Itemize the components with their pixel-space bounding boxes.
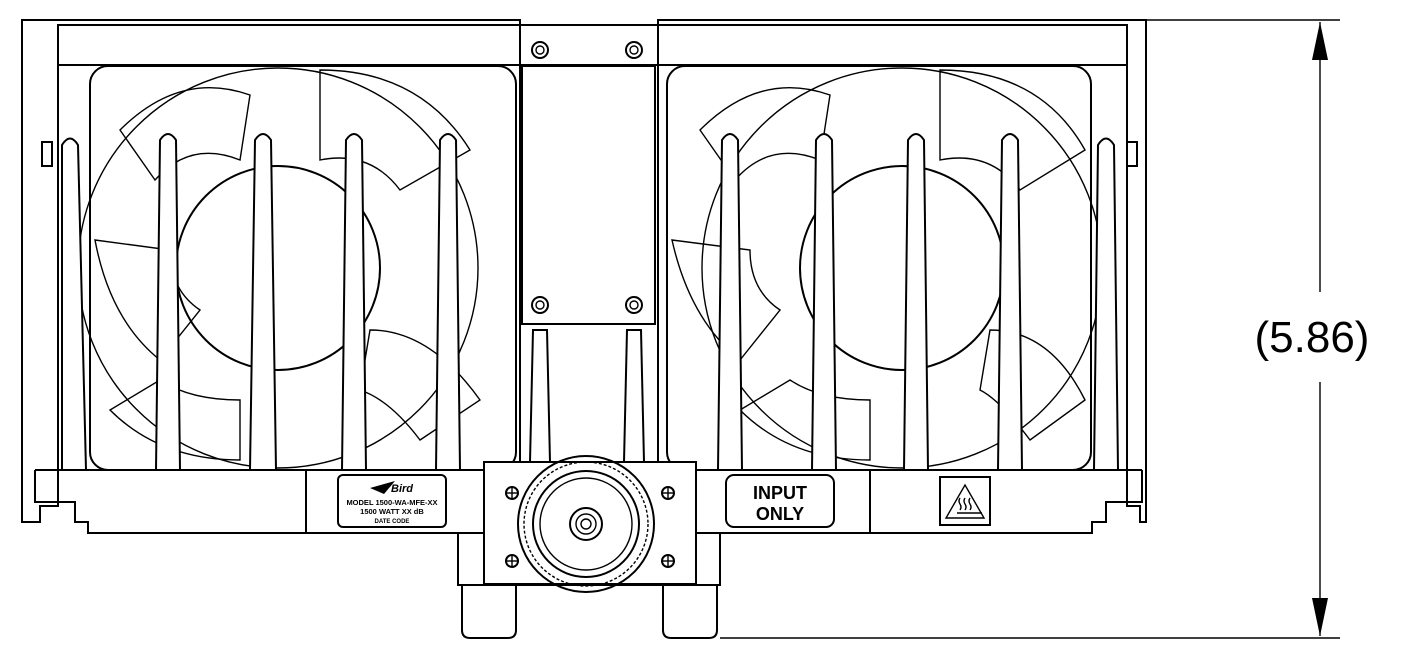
- input-only-label: INPUT ONLY: [725, 474, 835, 528]
- bird-logo-icon: [370, 481, 395, 494]
- cooling-fins: [35, 133, 1142, 471]
- connector-screws: [505, 486, 675, 568]
- nameplate-date: DATE CODE: [375, 519, 410, 525]
- nameplate-model: MODEL 1500-WA-MFE-XX: [346, 498, 437, 507]
- center-bracket: [519, 25, 659, 462]
- height-dimension: (5.86): [660, 19, 1370, 639]
- dimension-label: (5.86): [1255, 313, 1370, 362]
- nameplate-label: Bird MODEL 1500-WA-MFE-XX 1500 WATT XX d…: [337, 474, 447, 528]
- dimension-arrow-bottom-icon: [1312, 598, 1328, 636]
- hot-surface-warning-icon: [939, 476, 991, 526]
- input-connector: [483, 455, 697, 593]
- input-label-line2: ONLY: [756, 504, 804, 524]
- nameplate-rating: 1500 WATT XX dB: [360, 507, 424, 516]
- dimension-arrow-top-icon: [1312, 22, 1328, 60]
- input-label-line1: INPUT: [753, 483, 807, 503]
- nameplate-brand: Bird: [391, 483, 413, 495]
